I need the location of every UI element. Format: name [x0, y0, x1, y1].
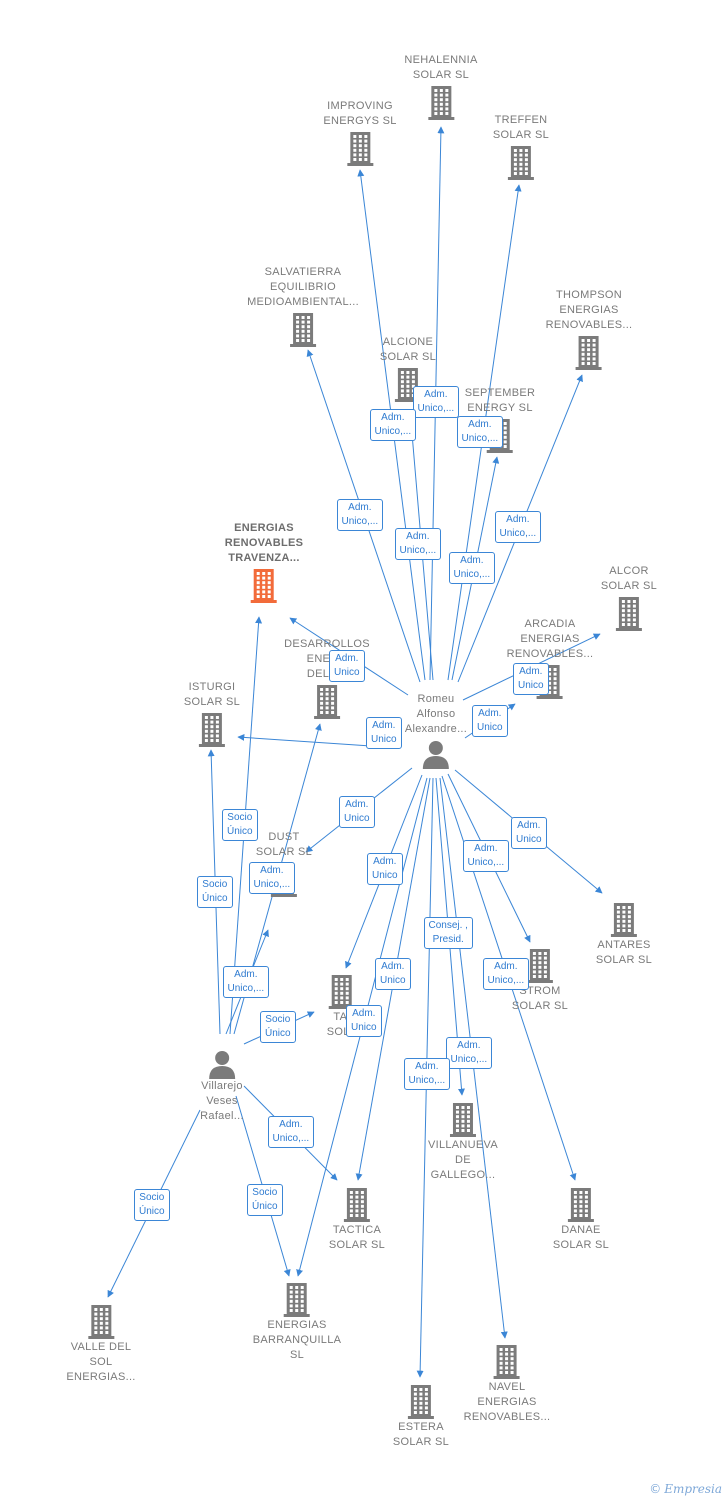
building-icon — [323, 131, 396, 167]
building-icon — [184, 712, 240, 748]
node-label: SALVATIERRA EQUILIBRIO MEDIOAMBIENTAL... — [247, 266, 359, 308]
relation-label-romeu-navel[interactable]: Adm. Unico,... — [445, 1037, 493, 1069]
relation-label-romeu-strom[interactable]: Adm. Unico,... — [462, 840, 510, 872]
company-node-isturgi[interactable]: ISTURGI SOLAR SL — [184, 680, 240, 748]
node-label: ESTERA SOLAR SL — [392, 1421, 450, 1448]
building-icon — [428, 1102, 498, 1138]
person-icon — [405, 739, 467, 769]
node-label: ENERGIAS BARRANQUILLA SL — [252, 1319, 342, 1361]
company-node-travenza[interactable]: ENERGIAS RENOVABLES TRAVENZA... — [225, 521, 304, 604]
company-node-tactica[interactable]: TACTICA SOLAR SL — [329, 1185, 385, 1253]
building-icon — [66, 1304, 135, 1340]
watermark: ©Empresia — [649, 1482, 722, 1496]
company-node-barranquilla[interactable]: ENERGIAS BARRANQUILLA SL — [253, 1280, 342, 1363]
node-label: SEPTEMBER ENERGY SL — [464, 387, 536, 414]
building-icon — [464, 1344, 551, 1380]
building-icon — [247, 312, 359, 348]
node-label: ARCADIA ENERGIAS RENOVABLES... — [506, 618, 594, 660]
node-label: IMPROVING ENERGYS SL — [323, 100, 397, 127]
relation-label-romeu-dust[interactable]: Adm. Unico — [339, 796, 375, 828]
relation-label-romeu-antares[interactable]: Adm. Unico — [511, 817, 547, 849]
relation-label-villarejo-isturgi[interactable]: Socio Único — [197, 876, 233, 908]
node-label: DANAE SOLAR SL — [552, 1224, 610, 1251]
relation-label-romeu-treffen[interactable]: Adm. Unico,... — [456, 416, 504, 448]
building-icon — [493, 145, 549, 181]
relation-label-romeu-tactica[interactable]: Adm. Unico — [375, 958, 411, 990]
building-icon — [553, 1187, 609, 1223]
node-label: STROM SOLAR SL — [511, 985, 569, 1012]
relation-label-villarejo-tactica[interactable]: Adm. Unico,... — [267, 1116, 315, 1148]
person-node-villarejo[interactable]: Villarejo Veses Rafael... — [200, 1047, 244, 1124]
building-icon — [404, 85, 477, 121]
company-node-antares[interactable]: ANTARES SOLAR SL — [596, 900, 652, 968]
person-node-romeu[interactable]: Romeu Alfonso Alexandre... — [405, 692, 467, 769]
node-label: TACTICA SOLAR SL — [328, 1224, 386, 1251]
company-node-thompson[interactable]: THOMPSON ENERGIAS RENOVABLES... — [546, 288, 633, 371]
copyright-symbol: © — [649, 1482, 662, 1496]
relation-label-romeu-danae[interactable]: Adm. Unico,... — [482, 958, 530, 990]
relation-label-romeu-alcor[interactable]: Adm. Unico — [513, 663, 549, 695]
relation-label-romeu-isturgi[interactable]: Adm. Unico — [366, 717, 402, 749]
relation-label-romeu-villanueva[interactable]: Consej. , Presid. — [423, 917, 473, 949]
relation-label-romeu-improving[interactable]: Adm. Unico,... — [369, 409, 417, 441]
relation-label-romeu-travenza[interactable]: Adm. Unico — [329, 650, 365, 682]
company-node-nehalennia[interactable]: NEHALENNIA SOLAR SL — [404, 53, 477, 121]
relation-label-villarejo-tai[interactable]: Socio Único — [260, 1011, 296, 1043]
relation-label-romeu-barranquilla[interactable]: Adm. Unico — [346, 1005, 382, 1037]
relation-label-romeu-alcione[interactable]: Adm. Unico,... — [394, 528, 442, 560]
node-label: Romeu Alfonso Alexandre... — [404, 693, 468, 735]
relation-label-romeu-tai[interactable]: Adm. Unico — [367, 853, 403, 885]
building-icon — [329, 1187, 385, 1223]
building-icon — [284, 684, 370, 720]
relation-label-romeu-arcadia[interactable]: Adm. Unico — [472, 705, 508, 737]
node-label: ISTURGI SOLAR SL — [183, 681, 241, 708]
company-node-arcadia[interactable]: ARCADIA ENERGIAS RENOVABLES... — [507, 617, 594, 700]
company-node-estera[interactable]: ESTERA SOLAR SL — [393, 1382, 449, 1450]
relation-label-romeu-september[interactable]: Adm. Unico,... — [448, 552, 496, 584]
company-node-treffen[interactable]: TREFFEN SOLAR SL — [493, 113, 549, 181]
company-node-salvatierra[interactable]: SALVATIERRA EQUILIBRIO MEDIOAMBIENTAL... — [247, 265, 359, 348]
building-icon — [546, 335, 633, 371]
relation-label-villarejo-desarrollos[interactable]: Adm. Unico,... — [248, 862, 296, 894]
building-icon — [253, 1282, 342, 1318]
building-icon — [512, 948, 568, 984]
relation-label-romeu-nehalennia[interactable]: Adm. Unico,... — [412, 386, 460, 418]
node-label: THOMPSON ENERGIAS RENOVABLES... — [545, 289, 633, 331]
node-label: NEHALENNIA SOLAR SL — [404, 54, 478, 81]
node-label: Villarejo Veses Rafael... — [200, 1080, 244, 1122]
relation-label-villarejo-barranquilla[interactable]: Socio Único — [247, 1184, 283, 1216]
node-label: ANTARES SOLAR SL — [595, 939, 653, 966]
brand-name: Empresia — [664, 1482, 722, 1496]
company-node-strom[interactable]: STROM SOLAR SL — [512, 946, 568, 1014]
company-node-villanueva[interactable]: VILLANUEVA DE GALLEGO... — [428, 1100, 498, 1183]
node-label: ALCOR SOLAR SL — [600, 565, 658, 592]
node-label: VILLANUEVA DE GALLEGO... — [427, 1139, 499, 1181]
node-label: NAVEL ENERGIAS RENOVABLES... — [463, 1381, 551, 1423]
person-icon — [200, 1049, 244, 1079]
building-icon — [225, 568, 304, 604]
relation-label-villarejo-valle[interactable]: Socio Único — [134, 1189, 170, 1221]
company-node-improving[interactable]: IMPROVING ENERGYS SL — [323, 99, 396, 167]
building-icon — [596, 902, 652, 938]
node-label: VALLE DEL SOL ENERGIAS... — [66, 1341, 136, 1383]
node-label: ALCIONE SOLAR SL — [379, 336, 437, 363]
building-icon — [327, 974, 358, 1010]
relation-label-romeu-salvatierra[interactable]: Adm. Unico,... — [336, 499, 384, 531]
company-node-alcor[interactable]: ALCOR SOLAR SL — [601, 564, 657, 632]
relation-label-villarejo-travenza[interactable]: Socio Único — [222, 809, 258, 841]
company-node-tai[interactable]: TAI SOLA — [327, 972, 358, 1040]
building-icon — [601, 596, 657, 632]
building-icon — [393, 1384, 449, 1420]
company-node-danae[interactable]: DANAE SOLAR SL — [553, 1185, 609, 1253]
node-label: TREFFEN SOLAR SL — [492, 114, 550, 141]
relation-label-romeu-thompson[interactable]: Adm. Unico,... — [494, 511, 542, 543]
node-label: ENERGIAS RENOVABLES TRAVENZA... — [224, 522, 304, 564]
relation-label-villarejo-dust[interactable]: Adm. Unico,... — [222, 966, 270, 998]
company-node-navel[interactable]: NAVEL ENERGIAS RENOVABLES... — [464, 1342, 551, 1425]
node-label: DUST SOLAR SL — [255, 831, 313, 858]
company-node-valle[interactable]: VALLE DEL SOL ENERGIAS... — [66, 1302, 135, 1385]
relation-label-romeu-estera[interactable]: Adm. Unico,... — [403, 1058, 451, 1090]
